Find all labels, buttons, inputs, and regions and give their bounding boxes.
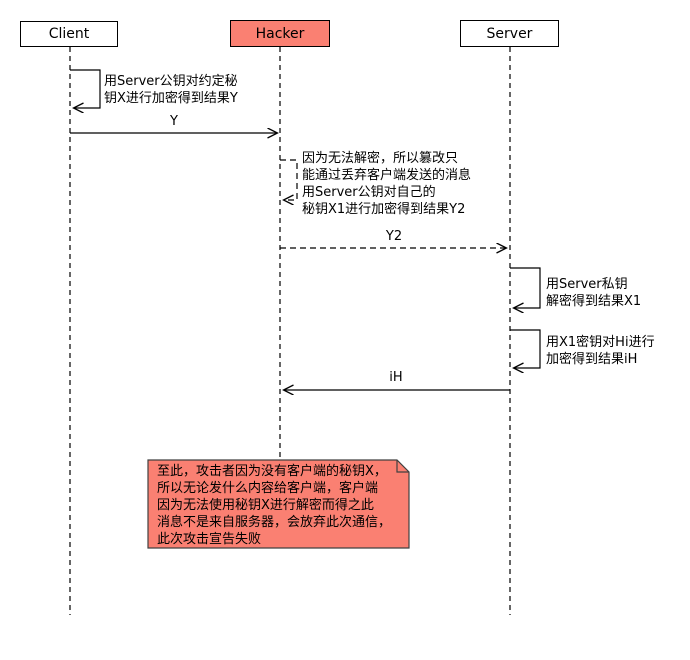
hacker-self-message-arrow — [280, 159, 298, 200]
message-label-y: Y — [170, 114, 178, 129]
note-fold-corner — [396, 460, 409, 473]
server-self-message-1-arrow — [510, 267, 541, 308]
hacker-self-message-text: 因为无法解密，所以篡改只 能通过丢弃客户端发送的消息 用Server公钥对自己的… — [302, 151, 472, 217]
message-label-ih: iH — [389, 370, 403, 385]
server-self-message-1-text: 用Server私钥 解密得到结果X1 — [546, 277, 642, 309]
client-self-message-text: 用Server公钥对约定秘 钥X进行加密得到结果Y — [104, 74, 238, 106]
participant-hacker: Hacker — [230, 20, 330, 47]
message-label-y2: Y2 — [385, 229, 403, 244]
server-self-message-2-text: 用X1密钥对Hi进行 加密得到结果iH — [546, 335, 655, 367]
note-shape — [147, 459, 410, 549]
client-self-message-arrow — [70, 69, 101, 108]
participant-server: Server — [460, 20, 559, 47]
server-self-message-2-arrow — [510, 329, 541, 368]
note-text: 至此，攻击者因为没有客户端的秘钥X， 所以无论发什么内容给客户端，客户端 因为无… — [157, 464, 392, 547]
participant-client: Client — [20, 21, 118, 47]
